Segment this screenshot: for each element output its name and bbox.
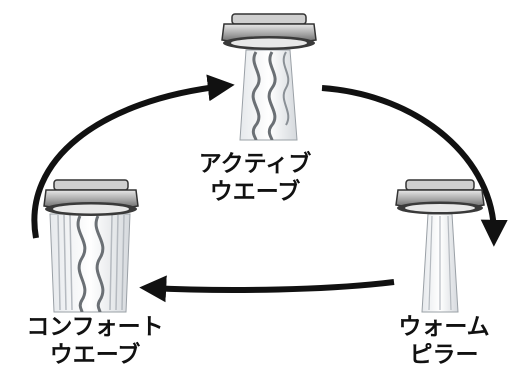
mode-label-line: ウォーム (398, 314, 490, 340)
mode-label-line: ウエーブ (49, 342, 141, 368)
mode-label-line: コンフォート (26, 314, 164, 340)
shower-head-icon (221, 13, 317, 141)
mode-label-warm-pillar: ウォーム ピラー (374, 313, 514, 369)
arrow-active-to-warm (321, 85, 508, 247)
arrow-comfort-to-active (31, 74, 235, 239)
mode-label-line: ウエーブ (209, 179, 301, 205)
mode-label-line: アクティブ (198, 151, 312, 177)
shower-head-icon (395, 179, 485, 313)
mode-label-active-wave: アクティブ ウエーブ (180, 150, 330, 206)
shower-head-icon (43, 179, 139, 313)
mode-label-line: ピラー (409, 342, 479, 368)
arrow-warm-to-comfort (139, 275, 395, 303)
mode-label-comfort-wave: コンフォート ウエーブ (10, 313, 180, 369)
cycle-arrows (31, 74, 508, 303)
